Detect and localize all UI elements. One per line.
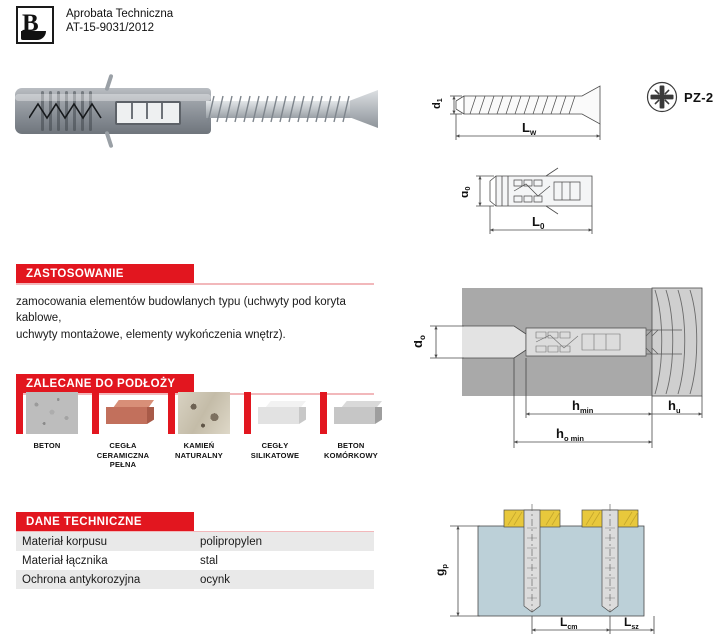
substrate-item-beton: BETON — [16, 392, 78, 470]
edge-distance-label: Lsz — [624, 615, 639, 631]
screw-diameter-label: d1 — [432, 98, 444, 109]
anchor-depth-label: hmin — [572, 398, 594, 415]
beton-komorkowy-icon — [330, 392, 382, 434]
row-value: ocynk — [200, 573, 231, 586]
plug-expansion-window — [115, 101, 181, 125]
table-row: Ochrona antykorozyjna ocynk — [16, 570, 374, 589]
beton-icon — [26, 392, 78, 434]
substrate-red-bar — [244, 392, 251, 434]
screw-dimension-drawing: d1 Lw — [432, 70, 642, 150]
application-body: zamocowania elementów budowlanych typu (… — [16, 285, 374, 344]
logo-letter-b: B — [22, 10, 39, 37]
substrates-heading-bar: ZALECANE DO PODŁOŻY — [16, 374, 194, 393]
plug-dimension-drawing: d0 L0 — [462, 162, 652, 240]
approval-number: AT-15-9031/2012 — [66, 22, 155, 34]
fixture-thickness-label: hu — [668, 398, 681, 415]
product-photo — [10, 68, 390, 149]
application-heading-bar: ZASTOSOWANIE — [16, 264, 194, 283]
drive-type-group — [645, 80, 679, 114]
drive-type-label: PZ-2 — [684, 90, 714, 105]
cegly-silikatowe-icon — [254, 392, 306, 434]
application-line-1: zamocowania elementów budowlanych typu (… — [16, 295, 346, 325]
plug-zigzag-pattern — [29, 102, 102, 120]
cegla-ceramiczna-icon — [102, 392, 154, 434]
pozidriv-drive-icon — [646, 81, 678, 113]
installation-cross-section: do hmin hu ho min — [414, 278, 714, 458]
logo-swoosh — [21, 31, 46, 40]
substrates-heading: ZALECANE DO PODŁOŻY — [26, 377, 176, 390]
plug-diameter-label: d0 — [462, 186, 472, 198]
table-row: Materiał łącznika stal — [16, 551, 374, 570]
approval-title: Aprobata Techniczna — [66, 8, 174, 20]
technical-data-rule — [16, 531, 374, 533]
application-rule — [16, 283, 374, 285]
row-key: Ochrona antykorozyjna — [22, 573, 141, 586]
hole-depth-label: ho min — [556, 426, 584, 443]
technical-data-heading: DANE TECHNICZNE — [26, 515, 142, 528]
b-certification-logo: B — [16, 6, 54, 44]
technical-data-table: Materiał korpusu polipropylen Materiał ł… — [16, 532, 374, 589]
row-key: Materiał łącznika — [22, 554, 108, 567]
row-value: stal — [200, 554, 218, 567]
table-row: Materiał korpusu polipropylen — [16, 532, 374, 551]
plug-length-label: L0 — [532, 214, 545, 231]
anchor-spacing-diagram: gp Lcm Lsz — [414, 498, 714, 638]
technical-data-heading-bar: DANE TECHNICZNE — [16, 512, 194, 531]
substrate-red-bar — [168, 392, 175, 434]
substrate-red-bar — [320, 392, 327, 434]
screw-thread-graphic — [207, 95, 350, 123]
substrate-red-bar — [16, 392, 23, 434]
application-heading: ZASTOSOWANIE — [26, 267, 124, 280]
certification-header: B Aprobata Techniczna AT-15-9031/2012 — [16, 6, 173, 44]
section-application: ZASTOSOWANIE zamocowania elementów budow… — [16, 264, 374, 343]
substrate-red-bar — [92, 392, 99, 434]
certification-text: Aprobata Techniczna AT-15-9031/2012 — [66, 6, 173, 35]
hole-diameter-label: do — [414, 335, 427, 348]
row-value: polipropylen — [200, 535, 263, 548]
plug-body-graphic — [15, 73, 211, 149]
row-key: Materiał korpusu — [22, 535, 108, 548]
anchor-spacing-label: Lcm — [560, 615, 577, 631]
section-technical-data: DANE TECHNICZNE — [16, 512, 374, 533]
kamien-naturalny-icon — [178, 392, 230, 434]
screw-length-label: Lw — [522, 120, 537, 137]
substrate-label-beton: BETON — [33, 441, 61, 450]
panel-thickness-label: gp — [433, 564, 449, 576]
application-line-2: uchwyty montażowe, elementy wykończenia … — [16, 328, 286, 341]
